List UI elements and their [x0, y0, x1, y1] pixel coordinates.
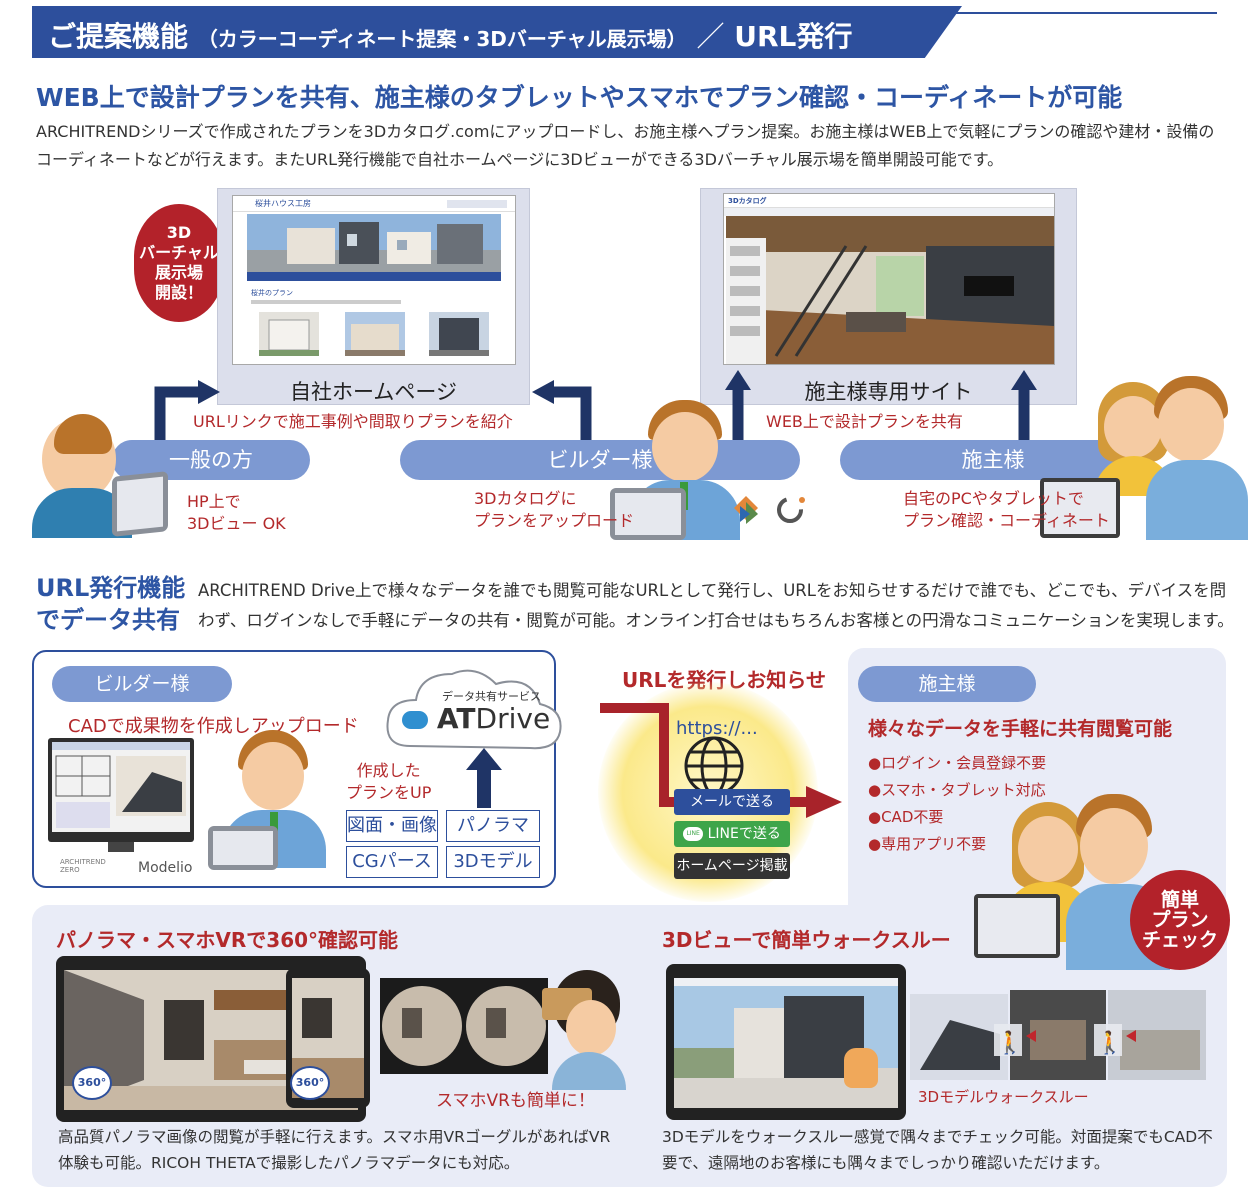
upload-caption: 作成した プランをUP — [346, 761, 432, 802]
plan-thumbnail-3 — [429, 312, 489, 356]
house-hero-image — [247, 214, 501, 272]
site-caption: 桜井のプラン — [251, 289, 293, 297]
header-bar: ご提案機能 （カラーコーディネート提案・3Dバーチャル展示場） ／ URL発行 — [32, 6, 1217, 58]
owner-caption: 自宅のPCやタブレットで プラン確認・コーディネート — [903, 489, 1110, 530]
header-title: ご提案機能 （カラーコーディネート提案・3Dバーチャル展示場） ／ URL発行 — [48, 20, 853, 53]
homepage-screen: 桜井ハウス工房 桜井のプラン 自社ホームページ — [217, 188, 530, 405]
svg-text:🚶: 🚶 — [996, 1030, 1023, 1056]
tablet-3d-view — [666, 964, 906, 1120]
panorama-heading: パノラマ・スマホVRで360°確認可能 — [56, 928, 399, 952]
walkthrough-caption: 3Dモデルウォークスルー — [918, 1088, 1089, 1106]
general-caption: HP上で 3Dビュー OK — [187, 492, 286, 533]
tag-panorama: パノラマ — [446, 810, 540, 842]
atdrive-cloud — [386, 669, 562, 750]
panorama-360-badge-1: 360° — [72, 1066, 112, 1100]
line-send-button[interactable]: LINE LINEで送る — [674, 821, 790, 847]
builder-person-illustration — [608, 400, 758, 540]
panorama-text: 高品質パノラマ画像の閲覧が手軽に行えます。スマホ用VRゴーグルがあればVR体験も… — [58, 1128, 611, 1172]
walkthrough-heading: 3Dビューで簡単ウォークスルー — [662, 928, 951, 952]
catalog-logo: 3Dカタログ — [728, 197, 767, 205]
vr-caption: スマホVRも簡単に！ — [436, 1091, 595, 1111]
virtual-showroom-badge: 3D バーチャル 展示場 開設！ — [134, 204, 224, 322]
owner-box-pill: 施主様 — [858, 666, 1036, 702]
easy-plan-check-badge: 簡単 プラン チェック — [1130, 870, 1230, 970]
intro-text: ARCHITRENDシリーズで作成されたプランを3Dカタログ.comにアップロー… — [36, 122, 1215, 169]
interior-render-image — [726, 216, 1054, 364]
vr-goggle-person-illustration — [536, 970, 626, 1090]
homepage-label: 自社ホームページ — [290, 380, 457, 404]
tag-3d-model: 3Dモデル — [446, 846, 540, 878]
drive-caption: データ共有サービス — [442, 690, 541, 703]
owner-site-label: 施主様専用サイト — [804, 380, 973, 404]
pill-owner: 施主様 — [840, 440, 1146, 480]
general-person-illustration — [32, 408, 168, 538]
upload-arrow — [466, 748, 502, 808]
url-link-caption: URLリンクで施工事例や間取りプランを紹介 — [193, 412, 513, 431]
email-send-button[interactable]: メールで送る — [674, 789, 790, 815]
owner-box-heading: 様々なデータを手軽に共有閲覧可能 — [868, 718, 1173, 740]
app-logos — [734, 496, 805, 524]
svg-text:🚶: 🚶 — [1096, 1030, 1123, 1056]
vr-stereo-image — [380, 978, 548, 1074]
panorama-360-badge-2: 360° — [290, 1066, 330, 1100]
owner-box-tablet — [974, 894, 1060, 958]
owner-bullets: ●ログイン・会員登録不要 ●スマホ・タブレット対応 ●CAD不要 ●専用アプリ不… — [868, 754, 1047, 853]
owner-site-screen: 3Dカタログ 施主様専用サイト — [700, 188, 1077, 405]
walkthrough-text: 3Dモデルをウォークスルー感覚で隅々までチェック可能。対面提案でもCAD不要で、… — [662, 1128, 1213, 1172]
pill-builder: ビルダー様 — [400, 440, 800, 480]
intro-heading: WEB上で設計プランを共有、施主様のタブレットやスマホでプラン確認・コーディネー… — [36, 83, 1123, 112]
modelio-logo: Modelio — [138, 860, 193, 876]
flow-arrows — [154, 370, 1037, 445]
cad-monitor — [48, 738, 194, 852]
homepage-post-button[interactable]: ホームページ掲載 — [674, 853, 790, 879]
plan-thumbnail-2 — [345, 312, 405, 356]
owner-couple-illustration — [1088, 372, 1248, 542]
builder-box: ビルダー様 CADで成果物を作成しアップロード ARCHITREND ZERO … — [32, 650, 562, 888]
url-section-heading: URL発行機能 でデータ共有 — [36, 574, 186, 634]
walkthrough-frames-image: 🚶 🚶 — [910, 990, 1206, 1080]
architrend-zero-logo: ARCHITREND ZERO — [60, 858, 106, 874]
builder-caption: 3Dカタログに プランをアップロード — [474, 489, 635, 530]
owner-tablet — [1040, 478, 1120, 538]
plan-thumbnail-1 — [259, 312, 319, 356]
line-icon: LINE — [683, 827, 704, 841]
tag-cg-perspective: CGパース — [346, 846, 438, 878]
tag-drawing-image: 図面・画像 — [346, 810, 438, 842]
site-title: 桜井ハウス工房 — [255, 199, 311, 208]
swipe-hand-icon — [844, 1048, 878, 1088]
web-share-caption: WEB上で設計プランを共有 — [766, 412, 963, 431]
builder-box-pill: ビルダー様 — [52, 666, 232, 702]
url-section-text: ARCHITREND Drive上で様々なデータを誰でも閲覧可能なURLとして発… — [198, 581, 1234, 630]
builder-box-person-illustration — [208, 730, 338, 880]
share-url: https://... — [676, 718, 758, 739]
drive-logo: ATDrive — [402, 702, 550, 735]
